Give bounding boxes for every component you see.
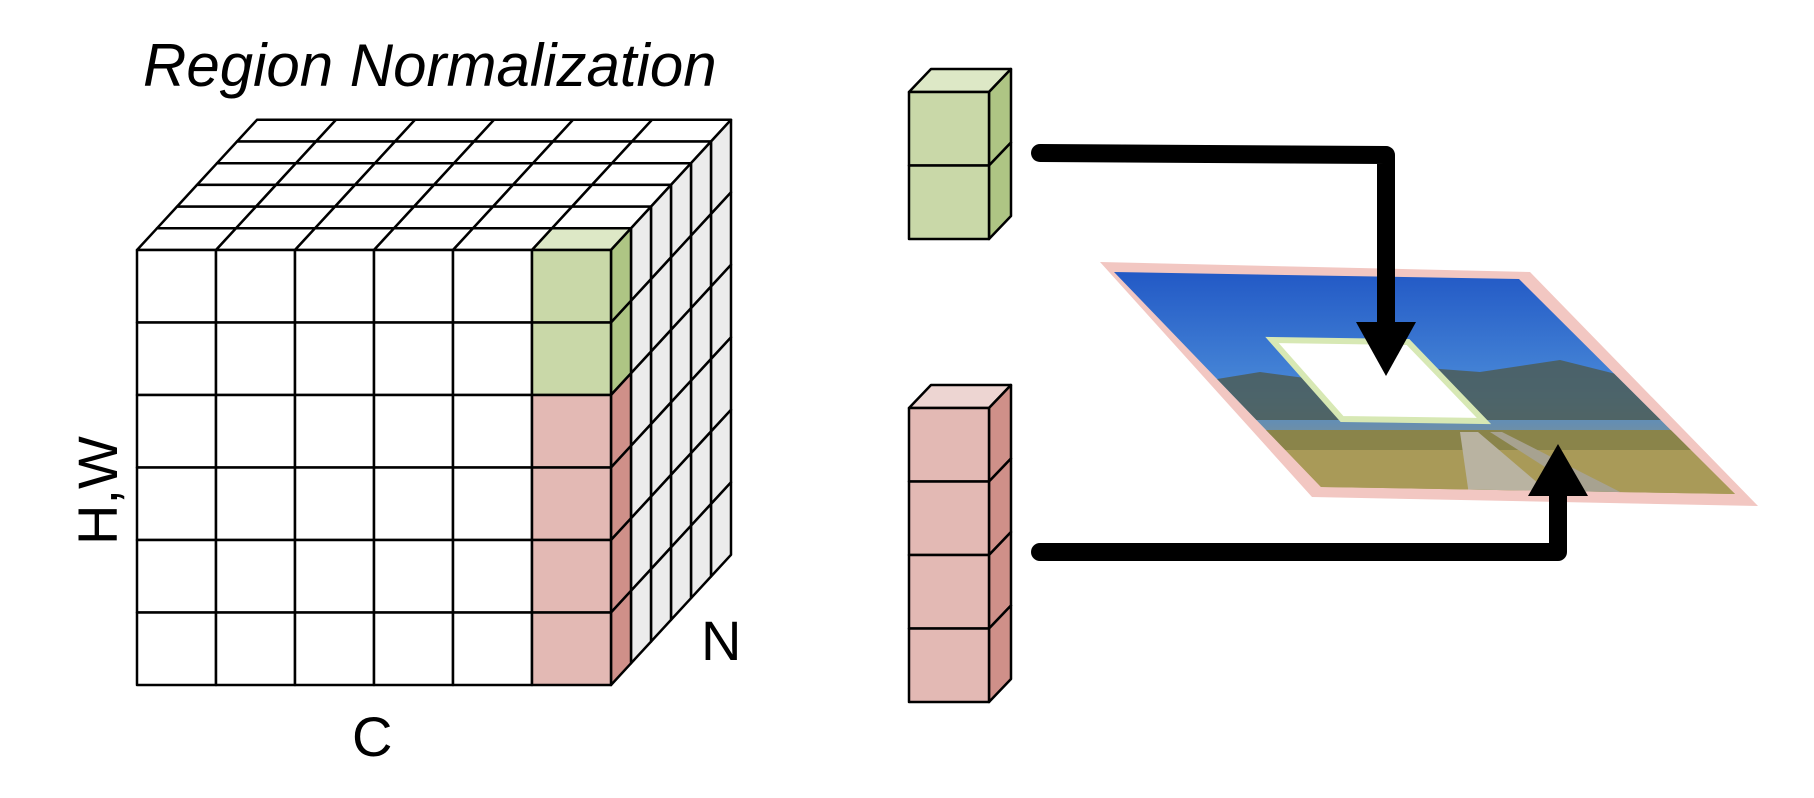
stack-cell [907, 553, 991, 630]
stack-cell [907, 164, 991, 241]
channel-axis-label: C [352, 705, 392, 768]
normalized-region-hole [1265, 336, 1492, 425]
cube-front-cell [372, 611, 455, 687]
red-region-stack [907, 383, 1013, 704]
cube-front-cell [293, 321, 376, 397]
cube-front-cell [135, 248, 218, 324]
cube-front-cell [372, 248, 455, 324]
red-arrow [1031, 444, 1588, 561]
cube-front-cell [530, 538, 613, 614]
stack-cell [907, 480, 991, 557]
cube-front-cell [451, 248, 534, 324]
cube-front-cell [451, 538, 534, 614]
cube-front-cell [135, 321, 218, 397]
cube-front-cell [372, 538, 455, 614]
cube-front-cell [135, 538, 218, 614]
cube-front-cell [293, 538, 376, 614]
cube-front-cell [135, 466, 218, 542]
cube-front-cell [293, 393, 376, 469]
cube-front-cell [293, 611, 376, 687]
batch-axis-label: N [701, 609, 741, 672]
cube-front-cell [214, 248, 297, 324]
cube-front-cell [135, 611, 218, 687]
spatial-axis-label: H,W [66, 436, 129, 545]
cube-front-cell [293, 466, 376, 542]
cube-front-cell [372, 393, 455, 469]
cube-front-cell [530, 248, 613, 324]
green-arrow [1031, 144, 1416, 376]
cube-front-cell [451, 393, 534, 469]
cube-front-cell [530, 321, 613, 397]
diagram-title: Region Normalization [143, 32, 717, 99]
stack-cell [907, 627, 991, 704]
cube-front-cell [214, 393, 297, 469]
cube-front-cell [372, 466, 455, 542]
cube-front-cell [372, 321, 455, 397]
cube-front-cell [451, 466, 534, 542]
cube-front-cell [530, 611, 613, 687]
cube-front-cell [530, 393, 613, 469]
cube-front-cell [214, 538, 297, 614]
cube-front-cell [451, 611, 534, 687]
cube-front-cell [451, 321, 534, 397]
stack-cell [907, 90, 991, 167]
landscape-image-plane [1100, 262, 1758, 506]
cube-front-cell [214, 321, 297, 397]
feature-cube [135, 118, 733, 687]
green-region-stack [907, 67, 1013, 241]
cube-front-cell [530, 466, 613, 542]
cube-front-cell [293, 248, 376, 324]
cube-front-cell [214, 466, 297, 542]
stack-cell [907, 406, 991, 483]
cube-front-cell [135, 393, 218, 469]
cube-front-cell [214, 611, 297, 687]
